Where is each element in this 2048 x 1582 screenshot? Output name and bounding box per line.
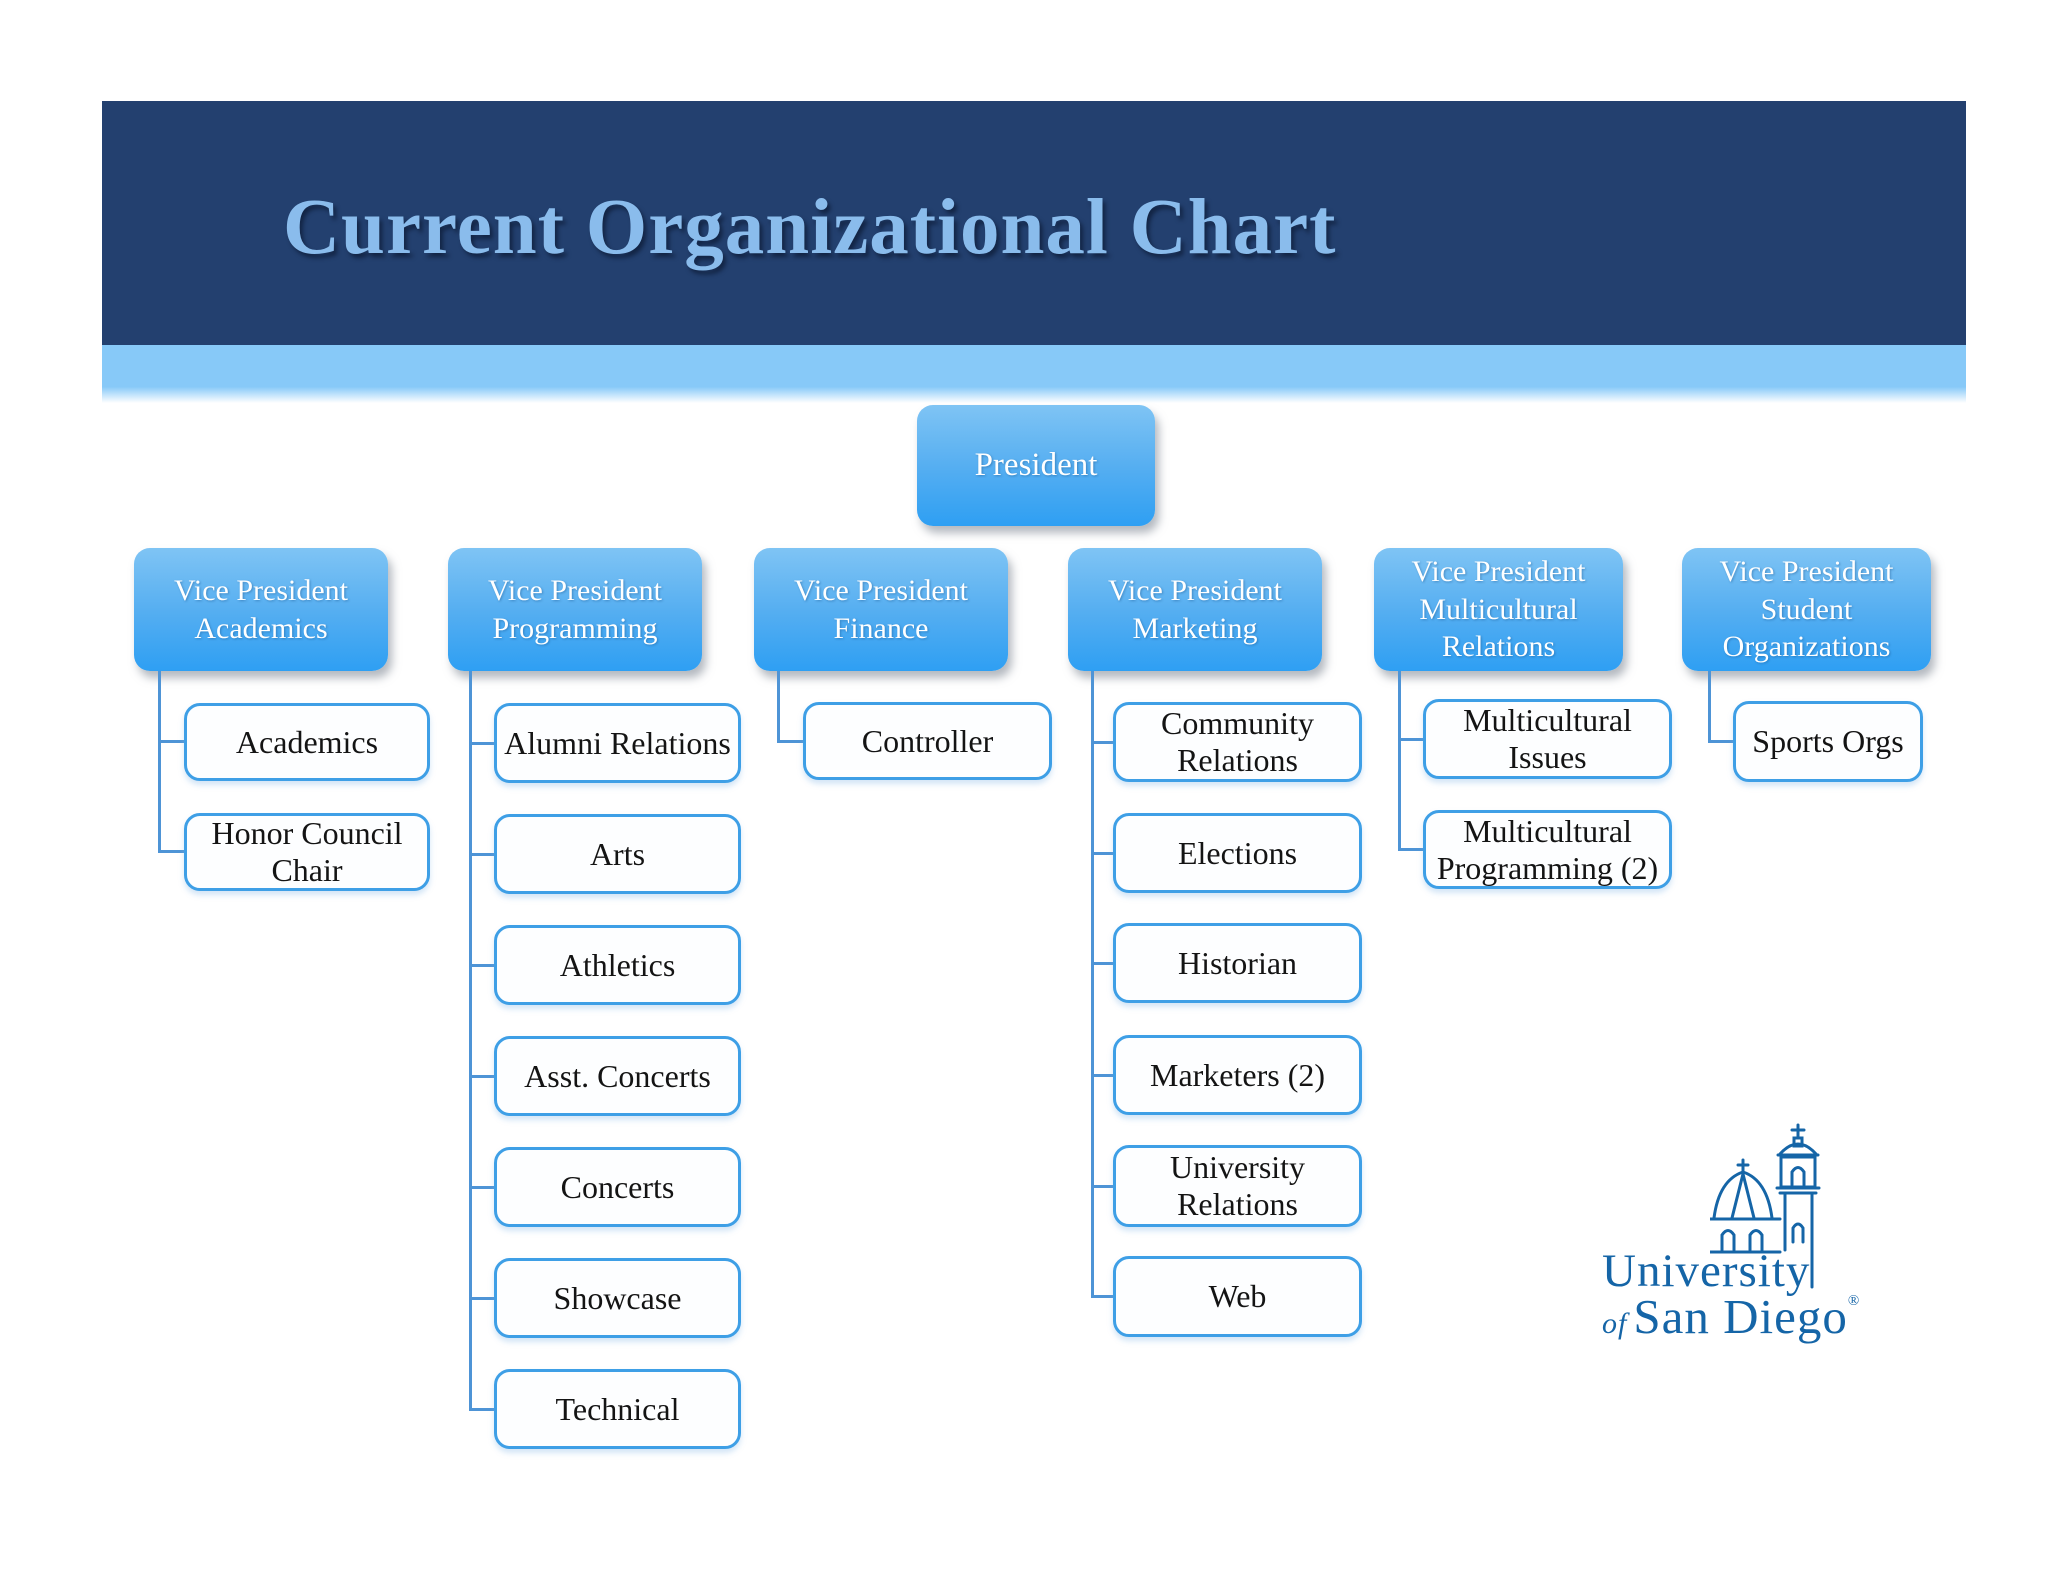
connector-line <box>469 1297 494 1300</box>
connector-line <box>1091 962 1113 965</box>
connector-line <box>1398 738 1423 741</box>
slide-title: Current Organizational Chart <box>283 184 1337 271</box>
org-node-sports-orgs[interactable]: Sports Orgs <box>1733 701 1923 782</box>
connector-line <box>1708 740 1733 743</box>
connector-line <box>469 671 472 1411</box>
org-node-vp-student-orgs[interactable]: Vice President Student Organizations <box>1682 548 1931 671</box>
org-node-athletics[interactable]: Athletics <box>494 925 741 1005</box>
org-node-vp-finance[interactable]: Vice President Finance <box>754 548 1008 671</box>
connector-line <box>158 850 184 853</box>
connector-line <box>469 742 494 745</box>
connector-line <box>1398 848 1423 851</box>
connector-line <box>469 853 494 856</box>
connector-line <box>158 740 184 743</box>
connector-line <box>469 964 494 967</box>
connector-line <box>777 671 780 743</box>
org-node-controller[interactable]: Controller <box>803 702 1052 780</box>
org-node-historian[interactable]: Historian <box>1113 923 1362 1003</box>
org-node-marketers[interactable]: Marketers (2) <box>1113 1035 1362 1115</box>
org-node-alumni-relations[interactable]: Alumni Relations <box>494 703 741 783</box>
connector-line <box>1091 741 1113 744</box>
org-node-honor-council[interactable]: Honor Council Chair <box>184 813 430 891</box>
connector-line <box>1708 671 1711 743</box>
usd-church-icon <box>1710 1123 1821 1289</box>
connector-line <box>469 1408 494 1411</box>
org-node-multicultural-programming[interactable]: Multicultural Programming (2) <box>1423 810 1672 889</box>
connector-line <box>158 671 161 853</box>
connector-line <box>469 1075 494 1078</box>
org-node-asst-concerts[interactable]: Asst. Concerts <box>494 1036 741 1116</box>
org-node-technical[interactable]: Technical <box>494 1369 741 1449</box>
org-node-vp-academics[interactable]: Vice President Academics <box>134 548 388 671</box>
connector-line <box>1398 671 1401 851</box>
connector-line <box>1091 852 1113 855</box>
org-node-university-relations[interactable]: University Relations <box>1113 1145 1362 1227</box>
title-band-stripe <box>102 345 1966 403</box>
org-node-vp-marketing[interactable]: Vice President Marketing <box>1068 548 1322 671</box>
usd-logo-san-diego: San Diego <box>1633 1289 1848 1344</box>
connector-line <box>1091 1295 1113 1298</box>
connector-line <box>1091 1074 1113 1077</box>
org-node-vp-multicultural[interactable]: Vice President Multicultural Relations <box>1374 548 1623 671</box>
connector-line <box>469 1186 494 1189</box>
connector-line <box>1091 671 1094 1298</box>
org-node-president[interactable]: President <box>917 405 1155 526</box>
registered-mark: ® <box>1847 1293 1861 1309</box>
org-node-web[interactable]: Web <box>1113 1256 1362 1337</box>
org-node-academics[interactable]: Academics <box>184 703 430 781</box>
org-node-community-relations[interactable]: Community Relations <box>1113 702 1362 782</box>
usd-logo-wordmark-line1: University <box>1602 1245 1811 1297</box>
org-node-vp-programming[interactable]: Vice President Programming <box>448 548 702 671</box>
connector-line <box>777 740 803 743</box>
org-node-elections[interactable]: Elections <box>1113 813 1362 893</box>
usd-logo-of: of <box>1602 1307 1628 1340</box>
org-node-showcase[interactable]: Showcase <box>494 1258 741 1338</box>
title-band <box>102 101 1966 345</box>
connector-line <box>1091 1185 1113 1188</box>
org-node-multicultural-issues[interactable]: Multicultural Issues <box>1423 699 1672 779</box>
org-node-concerts[interactable]: Concerts <box>494 1147 741 1227</box>
org-node-arts[interactable]: Arts <box>494 814 741 894</box>
